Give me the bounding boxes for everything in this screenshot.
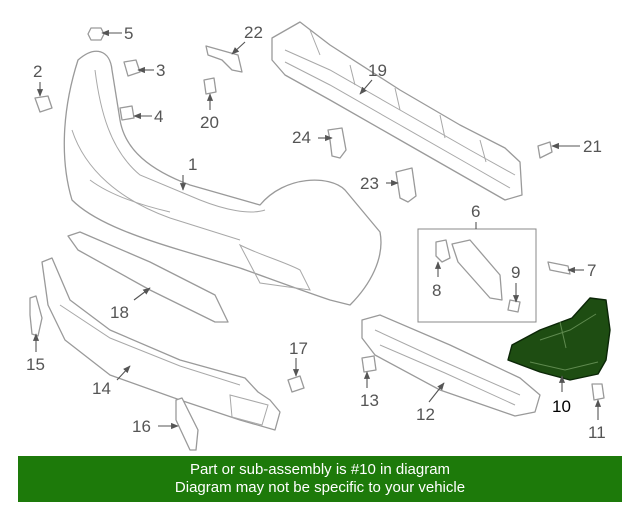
- callout-5: 5: [124, 24, 133, 43]
- callout-1: 1: [188, 155, 197, 174]
- bumper-cover-part: [63, 50, 382, 306]
- clip-15-part: [29, 295, 43, 337]
- trim-16-part: [175, 397, 199, 451]
- callout-10-highlighted: 10: [552, 397, 571, 416]
- callout-7: 7: [587, 261, 596, 280]
- callout-23: 23: [360, 174, 379, 193]
- lower-cover-part: [41, 257, 281, 431]
- info-banner: Part or sub-assembly is #10 in diagram D…: [18, 456, 622, 502]
- bumper-reinforcement-part: [271, 21, 523, 201]
- molding-strip-part: [67, 231, 229, 323]
- clip-11: [591, 383, 605, 401]
- callout-14: 14: [92, 379, 111, 398]
- callout-12: 12: [416, 405, 435, 424]
- bracket-22-part: [205, 45, 243, 73]
- fasteners: [34, 27, 605, 401]
- bracket-23-part: [395, 167, 417, 203]
- callout-18: 18: [110, 303, 129, 322]
- callout-16: 16: [132, 417, 151, 436]
- bolt-2: [34, 95, 53, 113]
- skid-plate-part: [361, 314, 541, 417]
- callout-20: 20: [200, 113, 219, 132]
- bracket-24-part: [327, 127, 347, 159]
- callout-21: 21: [583, 137, 602, 156]
- bolt-21: [537, 141, 553, 159]
- nut-5: [87, 27, 105, 41]
- callout-15: 15: [26, 355, 45, 374]
- callout-19: 19: [368, 61, 387, 80]
- banner-line-part-number: Part or sub-assembly is #10 in diagram: [189, 461, 451, 478]
- clip-13: [361, 355, 377, 373]
- callout-labels: 5 22 3 19 2 4 20 24 21 1 23 6 9 7 8 18 1…: [26, 23, 606, 442]
- bolt-17: [287, 375, 305, 393]
- callout-22: 22: [244, 23, 263, 42]
- banner-line-disclaimer: Diagram may not be specific to your vehi…: [174, 479, 466, 496]
- callout-4: 4: [154, 107, 163, 126]
- clip-4: [119, 105, 135, 121]
- callout-24: 24: [292, 128, 311, 147]
- bolt-20: [203, 77, 217, 95]
- callout-6: 6: [471, 202, 480, 221]
- bracket-10-part-highlighted: [507, 297, 611, 381]
- parts-diagram: 5 22 3 19 2 4 20 24 21 1 23 6 9 7 8 18 1…: [26, 21, 611, 451]
- callout-9: 9: [511, 263, 520, 282]
- callout-13: 13: [360, 391, 379, 410]
- callout-17: 17: [289, 339, 308, 358]
- callout-11: 11: [588, 423, 606, 442]
- bolt-7: [547, 261, 571, 275]
- callout-8: 8: [432, 281, 441, 300]
- leader-lines: [32, 29, 602, 430]
- callout-3: 3: [156, 61, 165, 80]
- callout-2: 2: [33, 62, 42, 81]
- clip-3: [123, 59, 141, 77]
